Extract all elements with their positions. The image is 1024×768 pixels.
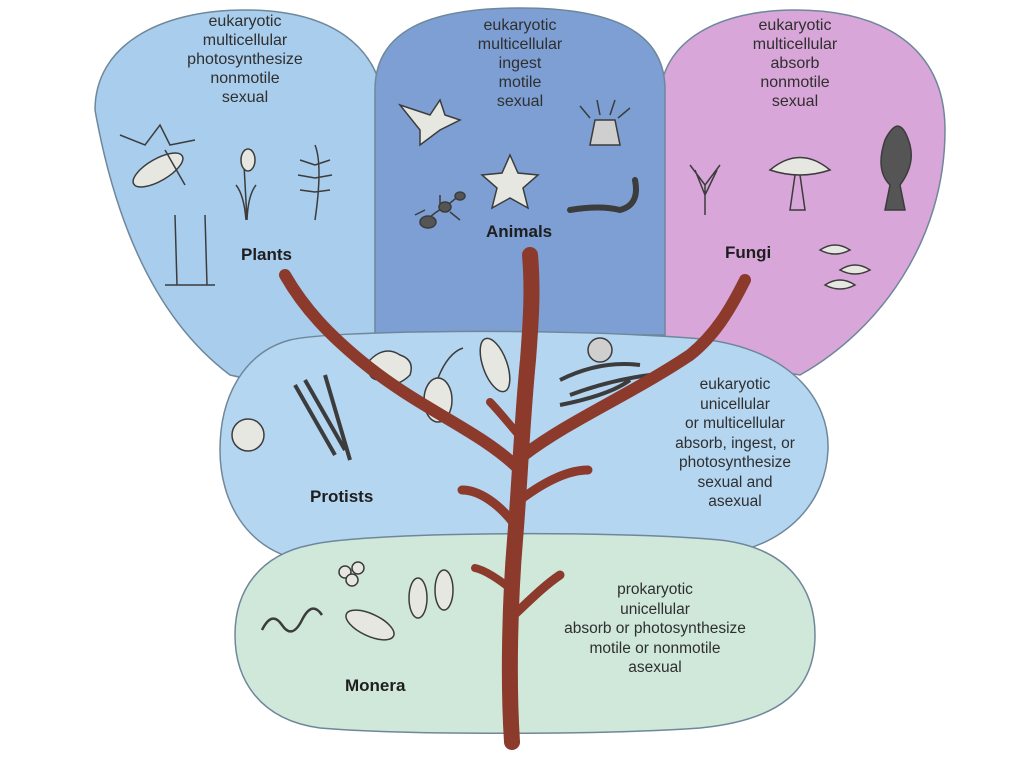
mushroom-stem (789, 174, 806, 211)
paramecium-illustration (479, 337, 511, 393)
animals-lobe (374, 7, 666, 336)
protists-trait: eukaryotic (699, 376, 771, 393)
monera-trait: absorb or photosynthesize (564, 620, 746, 637)
bird-illustration (397, 98, 462, 147)
protists-trait: absorb, ingest, or (675, 434, 795, 452)
plant-illustrations (119, 123, 333, 286)
animals-trait: motile (498, 74, 542, 91)
monera-trait: prokaryotic (617, 581, 693, 598)
monera-illustrations (260, 561, 454, 641)
starfish-illustration (480, 153, 540, 210)
mushroom-cluster-illustration (818, 244, 872, 290)
morel-illustration (880, 125, 912, 211)
moss-illustration (132, 152, 184, 188)
slime-mold-illustration (559, 362, 651, 407)
animals-trait: eukaryotic (483, 17, 557, 34)
animals-trait: multicellular (477, 36, 563, 53)
fungi-trait: sexual (771, 93, 819, 110)
protists-label: Protists (310, 487, 374, 506)
mushroom-cap-illustration (768, 156, 832, 176)
animals-trait: sexual (496, 93, 544, 110)
moss-fronds (119, 123, 196, 186)
branch-to-monera (509, 570, 565, 620)
fungi-illustrations (689, 125, 912, 290)
tree-trunk (279, 247, 751, 750)
tulip-illustration (235, 164, 257, 221)
branch-to-fungi (518, 274, 751, 461)
protists-trait: unicellular (700, 395, 770, 413)
protists-trait: sexual and (697, 473, 773, 491)
branch-to-protists-right (515, 465, 593, 505)
plants-label: Plants (241, 245, 293, 264)
animals-label: Animals (486, 222, 553, 241)
branch-to-plants (279, 269, 526, 476)
diatom-illustration (231, 418, 265, 452)
plants-trait: eukaryotic (208, 13, 282, 30)
plants-traits: eukaryotic multicellular photosynthesize… (140, 12, 350, 107)
snail-shell-protist-illustration (587, 337, 613, 363)
fungi-trait: nonmotile (760, 74, 830, 91)
monera-trait: asexual (628, 659, 682, 676)
fungi-label: Fungi (725, 243, 772, 262)
animals-traits: eukaryotic multicellular ingest motile s… (420, 16, 620, 111)
plants-trait: nonmotile (210, 70, 280, 87)
sea-anemone-illustration (579, 99, 631, 146)
fungi-trait: absorb (770, 55, 820, 72)
monera-traits: prokaryotic unicellular absorb or photos… (525, 580, 785, 678)
spirillum-illustration (260, 607, 324, 633)
branch-to-protists-left (457, 485, 520, 530)
mold-illustration (689, 164, 721, 215)
worm-illustration (567, 177, 639, 214)
monera-trait: motile or nonmotile (589, 639, 721, 657)
animal-illustrations (397, 98, 639, 229)
plants-trait: photosynthesize (187, 51, 303, 68)
branch-to-protists-small (486, 398, 527, 444)
fungi-traits: eukaryotic multicellular absorb nonmotil… (695, 16, 895, 111)
plants-trait: sexual (221, 89, 269, 106)
plants-trait: multicellular (202, 32, 288, 49)
monera-trait: unicellular (620, 600, 690, 618)
protists-trait: or multicellular (685, 415, 785, 432)
protists-trait: asexual (708, 493, 762, 510)
animals-trait: ingest (498, 55, 542, 72)
rod-bacteria-illustration (408, 577, 428, 619)
monera-label: Monera (345, 676, 406, 695)
bacillus-illustration (345, 609, 395, 641)
horsetail-illustration (165, 214, 215, 286)
fungi-trait: eukaryotic (758, 17, 832, 34)
monera-lobe (234, 532, 816, 734)
protists-trait: photosynthesize (678, 454, 792, 471)
fern-illustration (297, 144, 333, 221)
protists-traits: eukaryotic unicellular or multicellular … (640, 375, 830, 512)
fungi-trait: multicellular (752, 36, 838, 53)
algae-filament-illustration (293, 374, 352, 461)
branch-to-monera-left (471, 564, 516, 594)
